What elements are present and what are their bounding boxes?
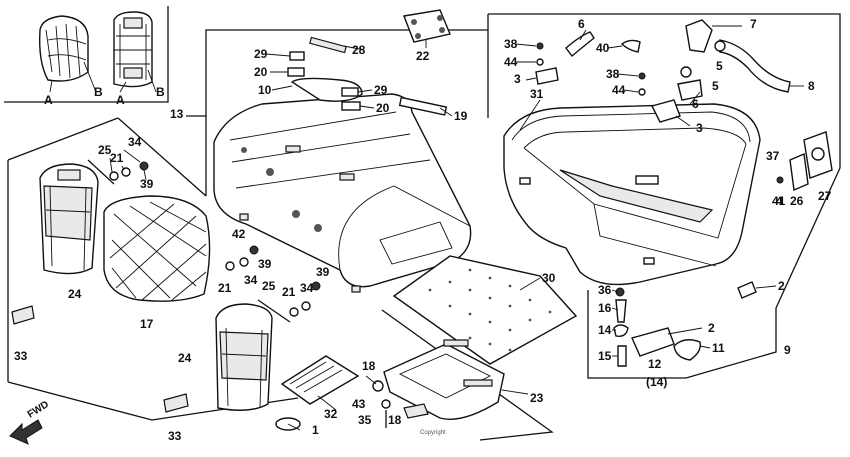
callout-c4: 4: [776, 194, 783, 208]
callout-c9: 9: [784, 343, 791, 357]
callout-c39b: 39: [258, 257, 272, 271]
copyright-text: Copyright: [420, 430, 446, 436]
callout-c30: 30: [542, 271, 556, 285]
callout-c23: 23: [530, 391, 544, 405]
callout-c41: 41: [772, 194, 786, 208]
callout-c28: 28: [352, 43, 366, 57]
view-label-b1: B: [94, 85, 103, 99]
callout-c26: 26: [790, 194, 804, 208]
callout-c14a: 14: [598, 323, 612, 337]
callout-c27: 27: [818, 189, 832, 203]
callout-c12: 12: [648, 357, 662, 371]
callout-c20b: 20: [376, 101, 390, 115]
inset-view-a-b: A B A B: [38, 11, 165, 107]
callout-c14b: (14): [646, 375, 667, 389]
callout-c38a: 38: [504, 37, 518, 51]
callout-c6a: 6: [578, 17, 585, 31]
callout-numbers: 122334556678910111214(14)131516171818192…: [14, 17, 832, 443]
view-label-a1: A: [44, 93, 53, 107]
view-label-b2: B: [156, 85, 165, 99]
callout-c6b: 6: [692, 97, 699, 111]
callout-c15: 15: [598, 349, 612, 363]
callout-c42: 42: [232, 227, 246, 241]
callout-c5b: 5: [712, 79, 719, 93]
callout-c34a: 34: [128, 135, 142, 149]
callout-c11: 11: [712, 341, 725, 355]
callout-c37: 37: [766, 149, 780, 163]
callout-c25b: 25: [262, 279, 276, 293]
callout-c3a: 3: [514, 72, 521, 86]
callout-c25a: 25: [98, 143, 112, 157]
forward-label: FWD: [26, 399, 51, 420]
callout-c44b: 44: [612, 83, 626, 97]
storage-tray: [372, 339, 505, 428]
box-hardware: [535, 19, 833, 367]
callout-c34b: 34: [244, 273, 258, 287]
side-bag-upper: [39, 159, 149, 275]
callout-c2b: 2: [708, 321, 715, 335]
callout-c1: 1: [312, 423, 319, 437]
seat-pad: [103, 195, 211, 302]
callout-c43: 43: [352, 397, 366, 411]
forward-arrow-icon: FWD: [9, 399, 51, 445]
callout-c39a: 39: [140, 177, 154, 191]
callout-c33a: 33: [14, 349, 28, 363]
callout-c10: 10: [258, 83, 272, 97]
mat-and-disk: [275, 355, 360, 431]
callout-c39c: 39: [316, 265, 330, 279]
callout-c33b: 33: [168, 429, 182, 443]
callout-c2a: 2: [778, 279, 785, 293]
leader-lines: [109, 25, 804, 431]
callout-c35: 35: [358, 413, 372, 427]
cover-hardware-parts: [287, 9, 451, 116]
top-cover-shell: [213, 93, 472, 293]
callout-c24b: 24: [178, 351, 192, 365]
trunk-box: [503, 103, 761, 286]
callout-c40: 40: [596, 41, 610, 55]
reflector-plates: [11, 305, 189, 413]
callout-c29b: 29: [374, 83, 388, 97]
callout-c21c: 21: [282, 285, 296, 299]
callout-c18b: 18: [388, 413, 402, 427]
callout-c18a: 18: [362, 359, 376, 373]
callout-c34c: 34: [300, 281, 314, 295]
callout-c22: 22: [416, 49, 430, 63]
callout-c7: 7: [750, 17, 757, 31]
callout-c24a: 24: [68, 287, 82, 301]
callout-c21a: 21: [110, 151, 124, 165]
callout-c29a: 29: [254, 47, 268, 61]
callout-c44a: 44: [504, 55, 518, 69]
callout-c17: 17: [140, 317, 154, 331]
callout-c38b: 38: [606, 67, 620, 81]
callout-c31: 31: [530, 87, 544, 101]
callout-c16: 16: [598, 301, 612, 315]
callout-c3b: 3: [696, 121, 703, 135]
callout-c32: 32: [324, 407, 338, 421]
callout-c13: 13: [170, 107, 184, 121]
callout-c36: 36: [598, 283, 612, 297]
side-bag-lower: [215, 245, 321, 411]
callout-c20a: 20: [254, 65, 268, 79]
callout-c21b: 21: [218, 281, 232, 295]
callout-c8: 8: [808, 79, 815, 93]
callout-c5a: 5: [716, 59, 723, 73]
view-label-a2: A: [116, 93, 125, 107]
callout-c19: 19: [454, 109, 468, 123]
liner-mat: [392, 255, 578, 365]
